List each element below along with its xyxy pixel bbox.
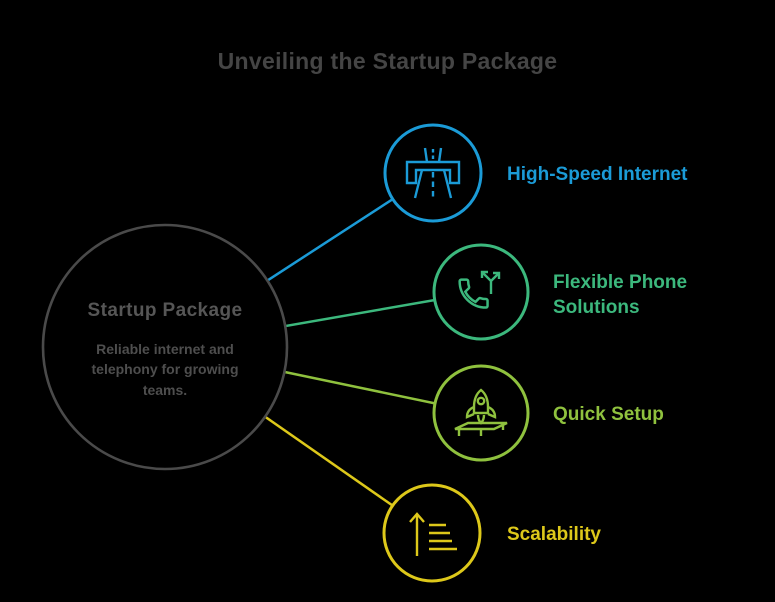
rocket-launch-icon xyxy=(454,388,508,436)
page-title: Unveiling the Startup Package xyxy=(217,48,558,74)
node-label-quick-setup: Quick Setup xyxy=(553,404,664,425)
center-title: Startup Package xyxy=(87,300,243,321)
node-flexible-phone xyxy=(432,243,530,341)
center-circle xyxy=(41,223,289,471)
node-scalability xyxy=(382,483,482,583)
highway-icon xyxy=(405,147,461,199)
node-quick-setup xyxy=(432,364,530,462)
center-text-block: Startup Package Reliable internet and te… xyxy=(45,300,285,400)
growth-arrow-icon xyxy=(409,512,457,556)
phone-split-icon xyxy=(458,270,501,309)
node-high-speed-internet xyxy=(383,123,483,223)
center-description: Reliable internet and telephony for grow… xyxy=(91,341,239,398)
node-label-high-speed-internet: High-Speed Internet xyxy=(507,164,688,185)
node-circle-flexible-phone xyxy=(432,243,530,341)
node-label-scalability: Scalability xyxy=(507,524,601,545)
node-label-flexible-phone: Flexible Phone Solutions xyxy=(553,272,688,318)
